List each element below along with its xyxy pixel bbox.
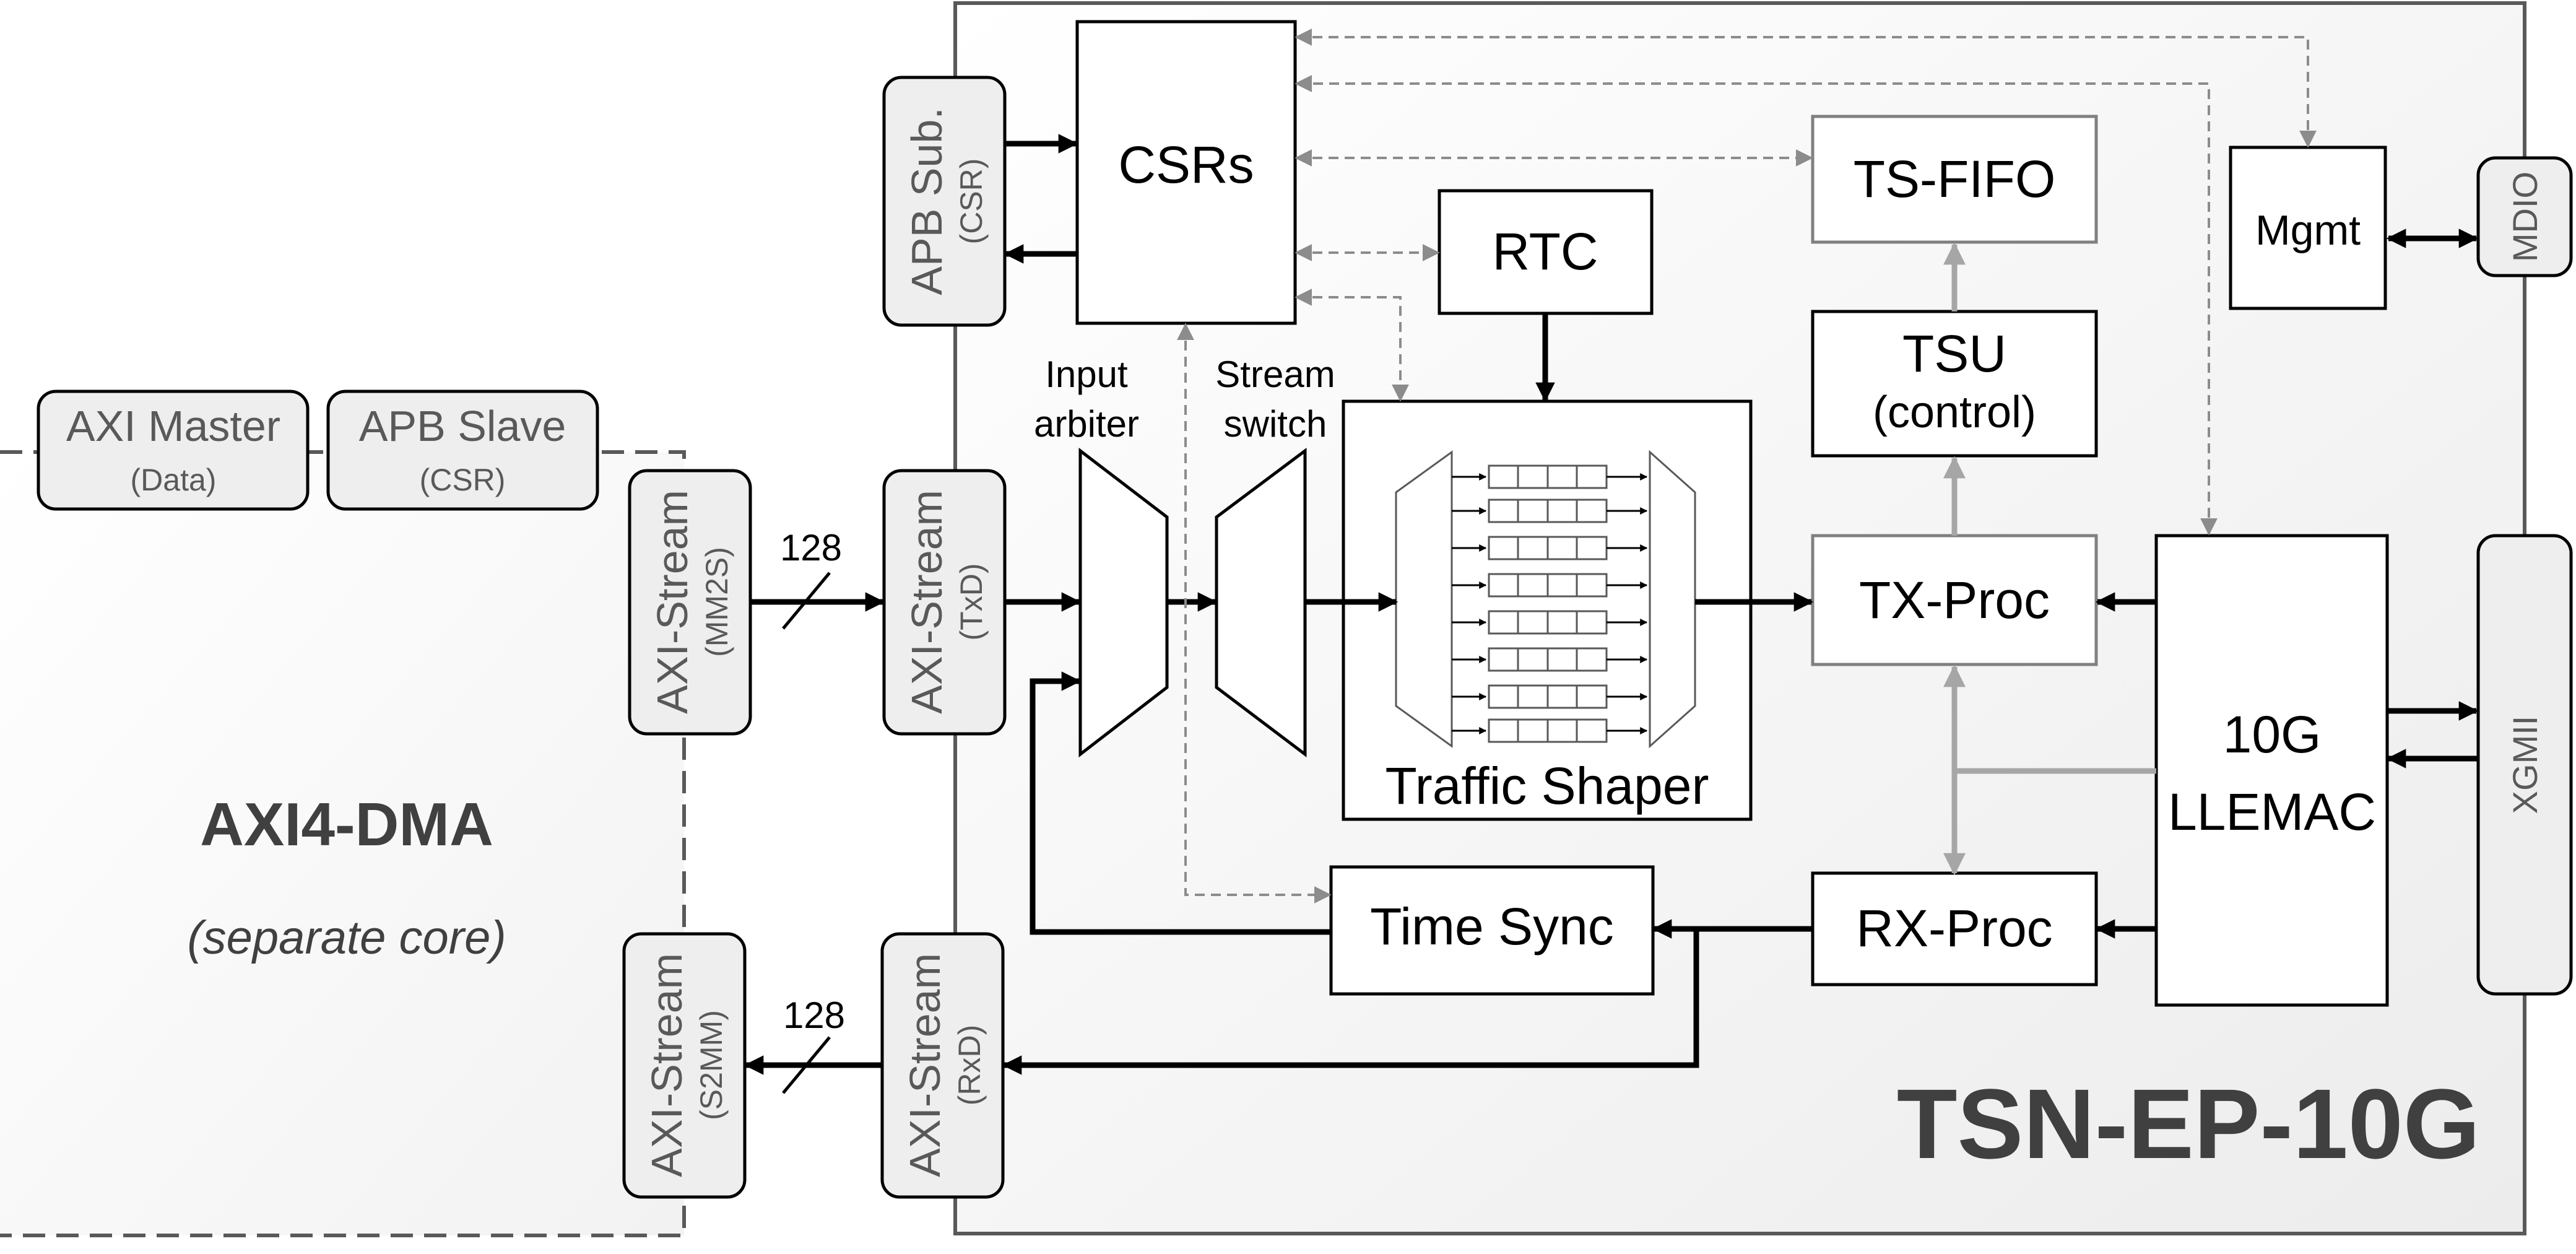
axi-master-sub: (Data) [131, 463, 217, 497]
tsu-block: TSU (control) [1811, 310, 2098, 458]
csrs-block: CSRs [1075, 20, 1297, 325]
bus-width-rx-label: 128 [783, 995, 845, 1036]
input-arbiter-label-1: Input [1045, 354, 1128, 395]
tsu-label-2: (control) [1873, 388, 2036, 437]
apb-slave-sub: (CSR) [420, 463, 506, 497]
queue-row [1452, 610, 1648, 635]
axis-rxd-port: AXI-Stream (RxD) [880, 932, 1005, 1199]
rtc-label: RTC [1492, 222, 1598, 281]
bus-width-rx: 128 [782, 995, 845, 1094]
axis-txd-title: AXI-Stream [903, 490, 951, 714]
queue-row [1452, 573, 1648, 598]
dma-apb-slave-port: APB Slave (CSR) [326, 390, 599, 511]
dma-axis-mm2s-port: AXI-Stream (MM2S) [628, 469, 752, 736]
bus-width-tx-label: 128 [780, 527, 842, 568]
tsu-label-1: TSU [1902, 324, 2006, 383]
queue-row [1452, 718, 1648, 743]
xgmii-label: XGMII [2505, 716, 2544, 814]
ts-fifo-block: TS-FIFO [1811, 115, 2098, 244]
apb-sub-title: APB Sub. [903, 107, 951, 295]
config-connections [1177, 28, 2317, 903]
apb-slave-title: APB Slave [359, 402, 566, 450]
s2mm-sub: (S2MM) [694, 1010, 729, 1120]
input-arbiter-mux: Input arbiter [1034, 354, 1169, 758]
bus-width-tx: 128 [780, 527, 842, 630]
stream-switch-label-2: switch [1224, 403, 1327, 445]
mgmt-label: Mgmt [2255, 207, 2361, 254]
queue-row [1452, 684, 1648, 709]
mdio-label: MDIO [2505, 172, 2544, 262]
rtc-block: RTC [1438, 189, 1654, 315]
llemac-block: 10G LLEMAC [2154, 534, 2389, 1007]
tx-proc-block: TX-Proc [1811, 534, 2098, 666]
time-sync-label: Time Sync [1370, 897, 1614, 956]
traffic-shaper-block: Traffic Shaper [1342, 399, 1753, 821]
axis-txd-port: AXI-Stream (TxD) [882, 469, 1007, 736]
ts-fifo-label: TS-FIFO [1854, 150, 2056, 208]
llemac-label-1: 10G [2223, 705, 2322, 764]
llemac-label-2: LLEMAC [2168, 783, 2376, 841]
csrs-label: CSRs [1118, 136, 1254, 194]
input-arbiter-label-2: arbiter [1034, 403, 1139, 445]
rx-proc-label: RX-Proc [1856, 899, 2052, 957]
s2mm-title: AXI-Stream [643, 953, 691, 1177]
mm2s-sub: (MM2S) [700, 547, 734, 657]
dma-title: AXI4-DMA [200, 790, 493, 858]
time-sync-block: Time Sync [1329, 865, 1655, 996]
xgmii-port: XGMII [2476, 534, 2573, 996]
dma-axi-master-port: AXI Master (Data) [37, 390, 310, 511]
axi-master-title: AXI Master [66, 402, 280, 450]
rx-proc-block: RX-Proc [1811, 871, 2098, 986]
axis-txd-sub: (TxD) [954, 564, 989, 641]
queue-row [1452, 536, 1648, 560]
dma-subtitle: (separate core) [187, 912, 506, 964]
traffic-shaper-label: Traffic Shaper [1386, 757, 1709, 815]
tx-proc-label: TX-Proc [1859, 571, 2050, 629]
stream-switch-label-1: Stream [1215, 354, 1335, 395]
apb-sub-sub: (CSR) [954, 159, 989, 245]
mdio-port: MDIO [2476, 156, 2573, 277]
axi4-dma-region: AXI4-DMA (separate core) [0, 450, 686, 1237]
axis-rxd-title: AXI-Stream [901, 953, 949, 1177]
mgmt-block: Mgmt [2229, 146, 2387, 310]
apb-sub-port: APB Sub. (CSR) [882, 76, 1007, 327]
queue-row [1452, 647, 1648, 672]
mm2s-title: AXI-Stream [648, 490, 696, 714]
axis-rxd-sub: (RxD) [952, 1025, 987, 1106]
core-title: TSN-EP-10G [1897, 1068, 2480, 1179]
dma-axis-s2mm-port: AXI-Stream (S2MM) [622, 932, 747, 1199]
